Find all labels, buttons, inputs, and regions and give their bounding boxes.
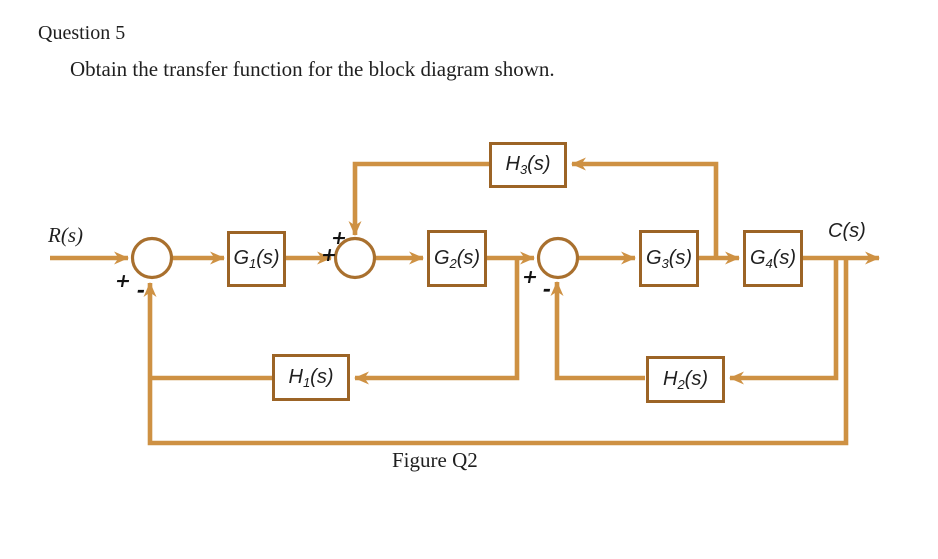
- block-g2-label: G2(s): [433, 246, 481, 271]
- block-g3-label: G3(s): [645, 246, 693, 271]
- block-h1-label: H1(s): [288, 365, 334, 390]
- line-h2-to-sum3: [550, 281, 645, 381]
- question-number: Question 5: [38, 22, 126, 44]
- input-label: R(s): [48, 223, 83, 247]
- line-h3-to-sum2: [348, 161, 489, 236]
- branch-g2-to-h1: [354, 258, 520, 385]
- output-label: C(s): [828, 220, 866, 242]
- summing-junction-2: [333, 236, 377, 280]
- block-h2: H2(s): [646, 356, 725, 403]
- block-g3: G3(s): [639, 230, 699, 287]
- block-h3-label: H3(s): [505, 153, 551, 177]
- block-g2: G2(s): [427, 230, 487, 287]
- figure-caption: Figure Q2: [392, 448, 478, 472]
- block-h2-label: H2(s): [662, 367, 708, 392]
- block-g1-label: G1(s): [233, 247, 280, 271]
- block-g1: G1(s): [227, 231, 286, 287]
- summing-junction-1: [130, 236, 174, 280]
- branch-output-to-h2: [729, 258, 839, 385]
- question-text: Obtain the transfer function for the blo…: [70, 57, 555, 81]
- block-g4: G4(s): [743, 230, 803, 287]
- block-g4-label: G4(s): [749, 246, 797, 271]
- outer-feedback-loop: [143, 258, 849, 446]
- block-h3: H3(s): [489, 142, 567, 188]
- branch-g3-to-h3: [571, 157, 719, 258]
- block-h1: H1(s): [272, 354, 350, 401]
- summing-junction-3: [536, 236, 580, 280]
